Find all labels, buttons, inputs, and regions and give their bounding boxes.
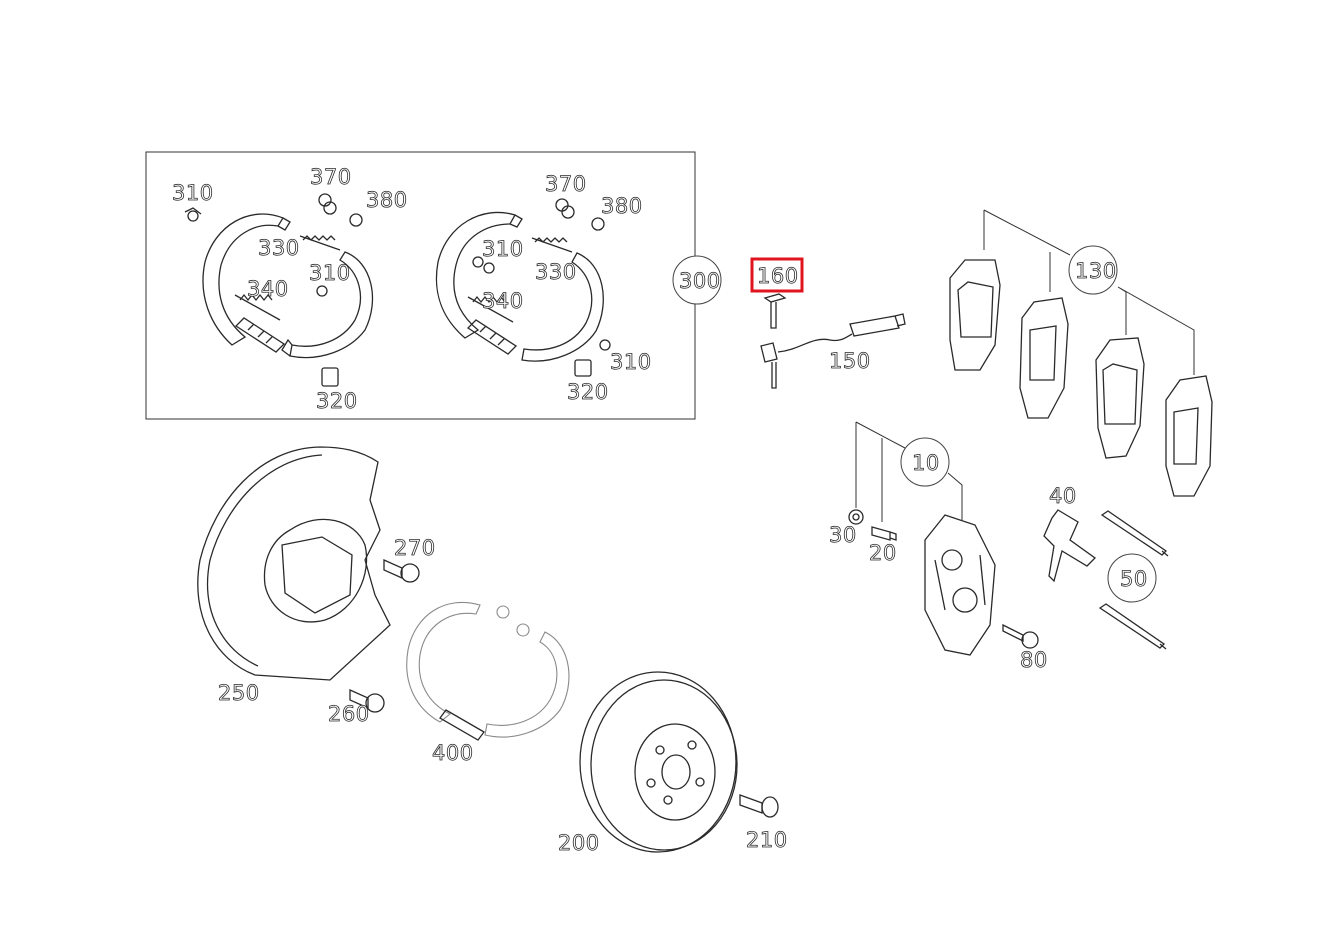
label-340-b[interactable]: 340 [482,289,524,314]
label-320-a[interactable]: 320 [316,389,358,414]
backing-plate-250-drawing[interactable] [197,446,391,681]
label-330-a[interactable]: 330 [258,236,300,261]
callout-130-label[interactable]: 130 [1075,259,1117,284]
label-330-b[interactable]: 330 [535,260,577,285]
label-310-c[interactable]: 310 [482,237,524,262]
brake-shoe-right-drawing[interactable] [435,198,611,377]
label-160[interactable]: 160 [757,264,799,289]
bolt-270-drawing[interactable] [383,558,420,583]
label-50[interactable]: 50 [1120,567,1148,592]
brake-shoe-400-drawing[interactable] [406,601,570,741]
label-380-a[interactable]: 380 [366,188,408,213]
bolt-80-drawing[interactable] [1002,623,1039,649]
bleed-nut-30-drawing[interactable] [848,509,864,525]
spring-40-drawing[interactable] [1043,509,1097,583]
selected-part-highlight [750,257,804,293]
bolt-160-drawing[interactable] [763,293,787,329]
callout-10-circle [900,437,950,487]
callout-10-label[interactable]: 10 [912,451,940,476]
label-370-b[interactable]: 370 [545,172,587,197]
brake-disc-200-drawing[interactable] [579,671,738,853]
label-210[interactable]: 210 [746,828,788,853]
label-260[interactable]: 260 [328,702,370,727]
leader-10 [855,421,963,522]
callout-130-circle [1068,245,1118,295]
callout-50-circle [1107,553,1157,603]
bleed-screw-20-drawing[interactable] [871,526,897,541]
label-40[interactable]: 40 [1049,484,1077,509]
label-20[interactable]: 20 [869,541,897,566]
caliper-10-drawing[interactable] [924,514,996,656]
label-200[interactable]: 200 [558,831,600,856]
shoe-group-frame [145,151,696,420]
label-340-a[interactable]: 340 [247,277,289,302]
callout-300-label[interactable]: 300 [679,269,721,294]
brake-pads-130-drawing[interactable] [949,259,1213,497]
label-270[interactable]: 270 [394,536,436,561]
callout-300-circle [672,255,722,305]
guide-pins-50-drawing[interactable] [1098,510,1169,650]
wear-sensor-150-drawing[interactable] [760,313,906,389]
leader-130 [983,209,1195,375]
label-250[interactable]: 250 [218,681,260,706]
label-310-a[interactable]: 310 [172,181,214,206]
label-310-d[interactable]: 310 [610,350,652,375]
label-380-b[interactable]: 380 [601,194,643,219]
screw-210-drawing[interactable] [739,794,779,818]
label-370-a[interactable]: 370 [310,165,352,190]
label-400[interactable]: 400 [432,741,474,766]
label-310-b[interactable]: 310 [309,261,351,286]
label-320-b[interactable]: 320 [567,380,609,405]
label-30[interactable]: 30 [829,523,857,548]
brake-shoe-left-drawing[interactable] [184,193,374,387]
bolt-260-drawing[interactable] [349,688,385,713]
label-80[interactable]: 80 [1020,648,1048,673]
label-150[interactable]: 150 [829,349,871,374]
